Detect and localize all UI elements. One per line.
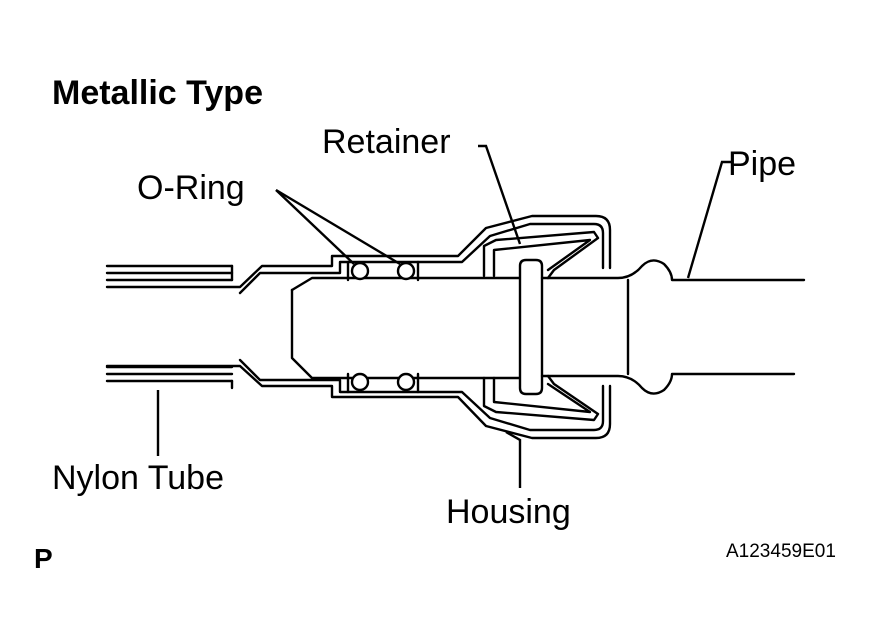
corner-mark: P — [34, 543, 53, 574]
leader-lines — [156, 144, 732, 488]
figure-code: A123459E01 — [726, 541, 836, 562]
retainer — [482, 230, 600, 422]
label-nylon-tube: Nylon Tube — [52, 459, 224, 497]
o-rings — [346, 260, 420, 394]
label-o-ring: O-Ring — [137, 169, 245, 207]
label-retainer: Retainer — [322, 123, 451, 161]
housing-body — [105, 214, 612, 440]
diagram-title: Metallic Type — [52, 74, 263, 112]
pipe — [290, 258, 806, 396]
label-pipe: Pipe — [728, 145, 796, 183]
label-housing: Housing — [446, 493, 571, 531]
nylon-tube — [105, 264, 234, 390]
